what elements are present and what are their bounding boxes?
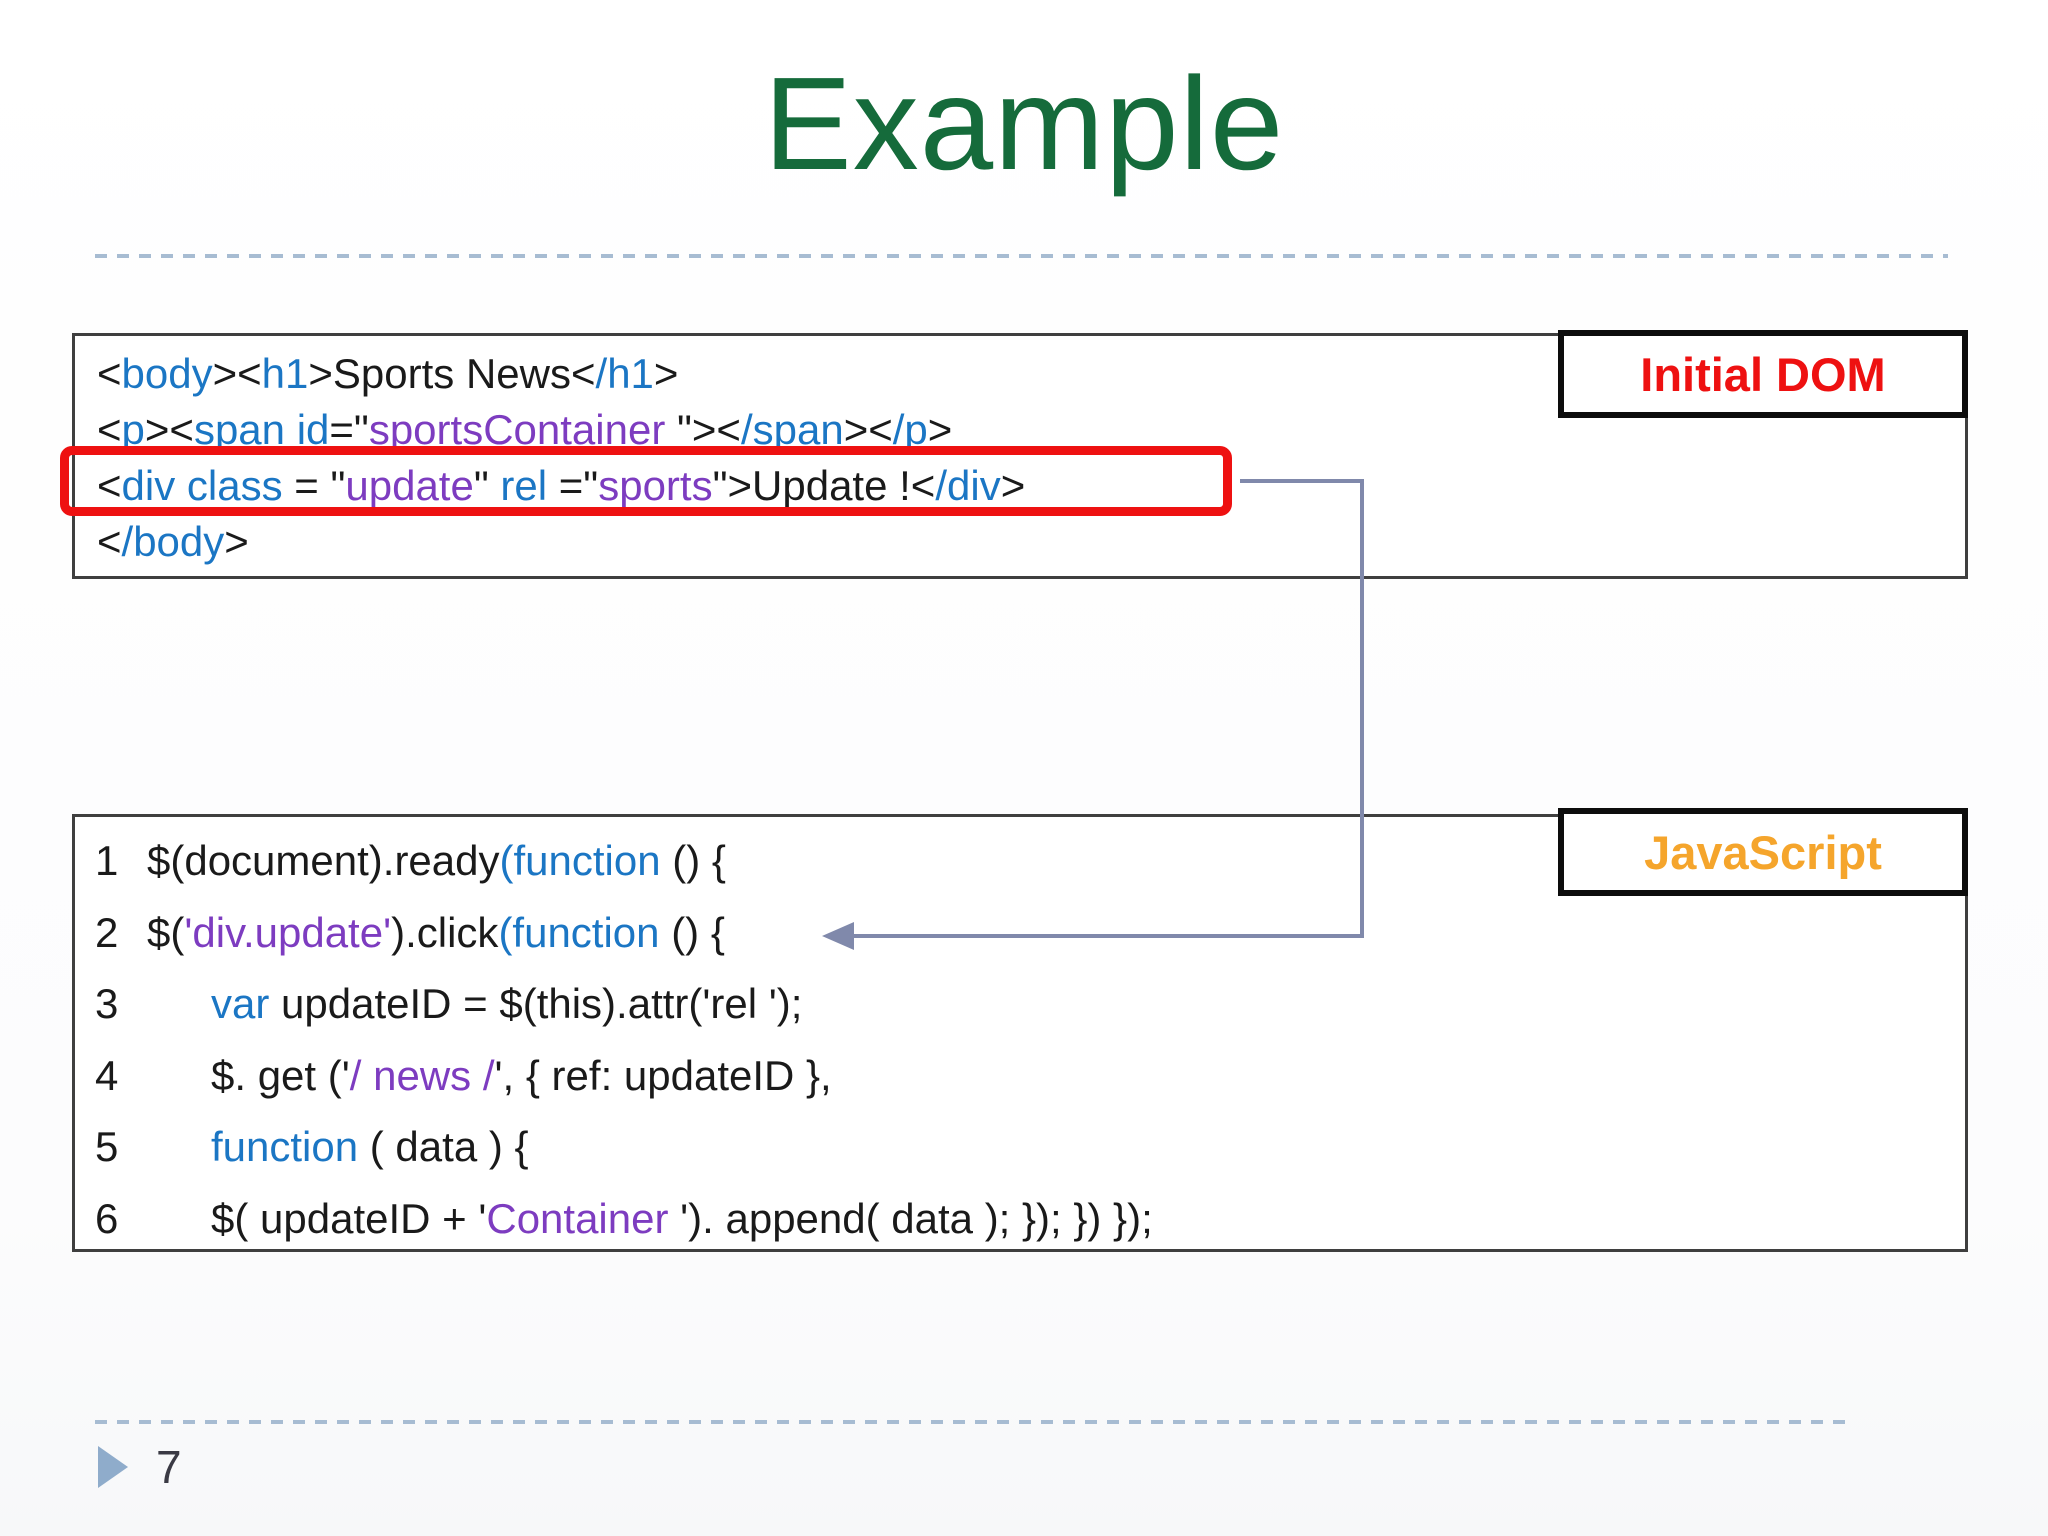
code-token: $(document).ready — [147, 837, 500, 884]
code-token: = " — [282, 462, 346, 509]
js-code-line: 6 $( updateID + 'Container '). append( da… — [95, 1183, 1965, 1255]
code-token: < — [97, 406, 122, 453]
line-number: 4 — [95, 1051, 119, 1099]
code-token: (function — [498, 908, 660, 956]
page-number: 7 — [156, 1441, 182, 1493]
code-token: >Sports News< — [308, 350, 596, 397]
code-token: > — [653, 350, 679, 397]
js-code-line: 4 $. get ('/ news /', { ref: updateID }, — [95, 1040, 1965, 1112]
code-token: update — [345, 462, 474, 509]
js-code-line: 5 function ( data ) { — [95, 1111, 1965, 1183]
code-token: updateID = $(this).attr('rel '); — [269, 980, 803, 1027]
js-code-line: 2 $('div.update').click(function () { — [95, 897, 1965, 969]
code-token: ">Update !< — [712, 462, 936, 509]
code-token: < — [97, 350, 122, 397]
code-token: rel — [500, 462, 548, 509]
bottom-divider-line — [95, 1420, 1845, 1424]
code-token: $( — [147, 908, 185, 956]
code-token: h1 — [261, 350, 309, 397]
dom-code-line: </body> — [97, 514, 1965, 570]
code-token: () { — [660, 837, 726, 884]
code-token: Container — [486, 1194, 669, 1242]
code-token: >< — [843, 406, 893, 453]
code-token: sports — [598, 462, 713, 509]
line-number: 2 — [95, 908, 119, 956]
code-token: /p — [892, 406, 928, 453]
code-token: /span — [740, 406, 844, 453]
code-token: /div — [935, 462, 1001, 509]
bullet-triangle-icon — [98, 1446, 128, 1488]
initial-dom-label-text: Initial DOM — [1640, 347, 1886, 401]
dom-code-line: <body><h1>Sports News</h1> — [97, 346, 1965, 402]
code-token: > — [1000, 462, 1026, 509]
code-token: " — [473, 462, 501, 509]
line-number: 6 — [95, 1194, 119, 1242]
dom-code-line: <p><span id="sportsContainer "></span></… — [97, 402, 1965, 458]
code-token: span id — [193, 406, 330, 453]
code-token: =" — [329, 406, 369, 453]
code-token: =" — [547, 462, 599, 509]
code-token: body — [121, 350, 213, 397]
code-token: /h1 — [595, 350, 654, 397]
code-token: < — [97, 462, 122, 509]
code-text: $( updateID + 'Container '). append( dat… — [211, 1183, 1153, 1255]
code-token: ).click — [391, 908, 499, 956]
code-token: < — [97, 518, 122, 565]
code-token: function — [211, 1123, 359, 1170]
code-token: 'div.update' — [184, 908, 392, 956]
code-token: $. get (' — [211, 1051, 350, 1099]
line-number: 1 — [95, 837, 119, 884]
code-text: $(document).ready(function () { — [147, 825, 726, 897]
code-token: ( data ) { — [358, 1123, 529, 1170]
initial-dom-label: Initial DOM — [1558, 330, 1968, 418]
code-text: var updateID = $(this).attr('rel '); — [211, 968, 802, 1040]
code-token: ">< — [676, 406, 741, 453]
js-code-line: 3 var updateID = $(this).attr('rel '); — [95, 968, 1965, 1040]
code-token: $( updateID + ' — [211, 1194, 487, 1242]
code-token: p — [121, 406, 145, 453]
line-number: 5 — [95, 1123, 119, 1170]
code-token: >< — [212, 350, 262, 397]
code-text: $. get ('/ news /', { ref: updateID }, — [211, 1040, 832, 1112]
javascript-label: JavaScript — [1558, 808, 1968, 896]
code-token: var — [211, 980, 270, 1027]
code-token: ', { ref: updateID }, — [494, 1051, 832, 1099]
code-token: div class — [121, 462, 283, 509]
code-token: '). append( data ); }); }) }); — [668, 1194, 1153, 1242]
code-token: > — [224, 518, 249, 565]
js-code-line: 1 $(document).ready(function () { — [95, 825, 1965, 897]
javascript-label-text: JavaScript — [1644, 825, 1882, 879]
dom-code-line: <div class = "update" rel ="sports">Upda… — [97, 458, 1965, 514]
code-token: () { — [659, 908, 725, 956]
footer: 7 — [98, 1440, 182, 1494]
code-token: /body — [121, 518, 225, 565]
code-token: sportsContainer — [368, 406, 677, 453]
javascript-code-box: 1$(document).ready(function () {2$('div.… — [72, 814, 1968, 1252]
code-token: / news / — [349, 1051, 495, 1099]
line-number: 3 — [95, 980, 119, 1027]
code-text: function ( data ) { — [211, 1111, 529, 1183]
code-token: >< — [144, 406, 194, 453]
code-token: > — [927, 406, 953, 453]
top-divider-line — [95, 254, 1948, 258]
code-text: $('div.update').click(function () { — [147, 897, 725, 969]
page-title: Example — [763, 50, 1285, 197]
code-token: (function — [499, 837, 661, 884]
